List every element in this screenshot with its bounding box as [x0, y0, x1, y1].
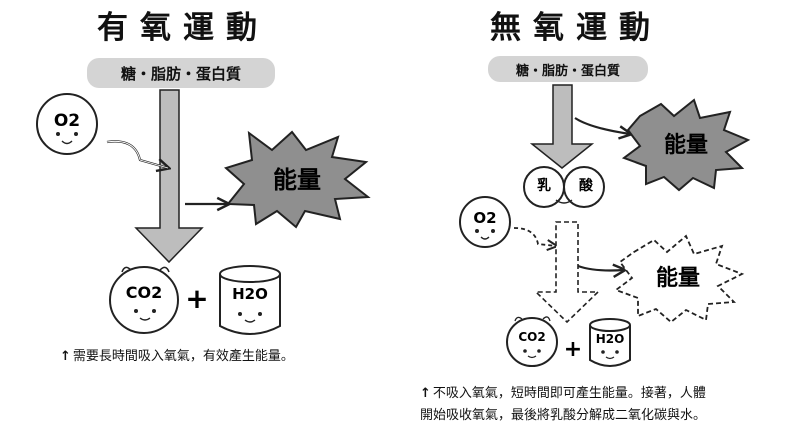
anaerobic-caption: ↑不吸入氧氣，短時間即可產生能量。接著，人體 開始吸收氧氣，最後將乳酸分解成二氧… [420, 383, 706, 427]
anaerobic-water-label: H2O [596, 332, 625, 346]
aerobic-water-label: H2O [232, 285, 268, 303]
anaerobic-energy-top-label: 能量 [664, 132, 708, 158]
anaerobic-energy-bottom-arrow [577, 266, 624, 271]
aerobic-oxygen-arrow [106, 140, 168, 168]
anaerobic-co2-label: CO2 [518, 330, 545, 344]
up-arrow-icon: ↑ [60, 349, 71, 364]
aerobic-caption: ↑需要長時間吸入氧氣，有效產生能量。 [60, 346, 294, 368]
anaerobic-energy-bottom-burst [614, 234, 745, 324]
anaerobic-water-cup: H2O [589, 318, 631, 367]
anaerobic-oxygen-label: O2 [473, 209, 496, 227]
aerobic-oxygen-label: O2 [54, 111, 80, 131]
anaerobic-energy-top-burst [621, 98, 751, 192]
lactic-acid-right-label: 酸 [579, 177, 594, 194]
aerobic-plus: + [185, 282, 208, 315]
aerobic-oxygen-bubble: O2 [36, 93, 98, 155]
anaerobic-plus: + [564, 337, 582, 362]
anaerobic-title: 無氧運動 [490, 10, 662, 46]
aerobic-energy-label: 能量 [273, 166, 321, 194]
anaerobic-main-arrow [529, 84, 595, 169]
aerobic-caption-text: 需要長時間吸入氧氣，有效產生能量。 [72, 349, 294, 364]
anaerobic-caption-line2: 開始吸收氧氣，最後將乳酸分解成二氧化碳與水。 [420, 408, 707, 423]
anaerobic-oxygen-bubble: O2 [459, 196, 511, 248]
aerobic-title: 有氧運動 [97, 10, 269, 46]
anaerobic-dashed-arrow [534, 221, 600, 324]
lactic-acid-bubble: 乳 酸 [523, 166, 605, 208]
anaerobic-oxygen-arrow [513, 227, 556, 246]
anaerobic-energy-bottom-label: 能量 [656, 265, 700, 291]
anaerobic-caption-line1: 不吸入氧氣，短時間即可產生能量。接著，人體 [432, 386, 706, 401]
aerobic-energy-burst [224, 130, 371, 229]
lactic-acid-left-label: 乳 [537, 177, 551, 194]
aerobic-co2-bubble: CO2 [109, 266, 179, 334]
anaerobic-energy-top-arrow [574, 117, 630, 134]
up-arrow-icon: ↑ [420, 386, 431, 401]
aerobic-main-arrow [134, 89, 204, 264]
anaerobic-fuel-label: 糖・脂肪・蛋白質 [488, 56, 648, 82]
aerobic-water-cup: H2O [219, 265, 281, 335]
aerobic-co2-label: CO2 [126, 283, 162, 302]
anaerobic-co2-bubble: CO2 [506, 316, 558, 367]
aerobic-fuel-label: 糖・脂肪・蛋白質 [87, 58, 275, 88]
